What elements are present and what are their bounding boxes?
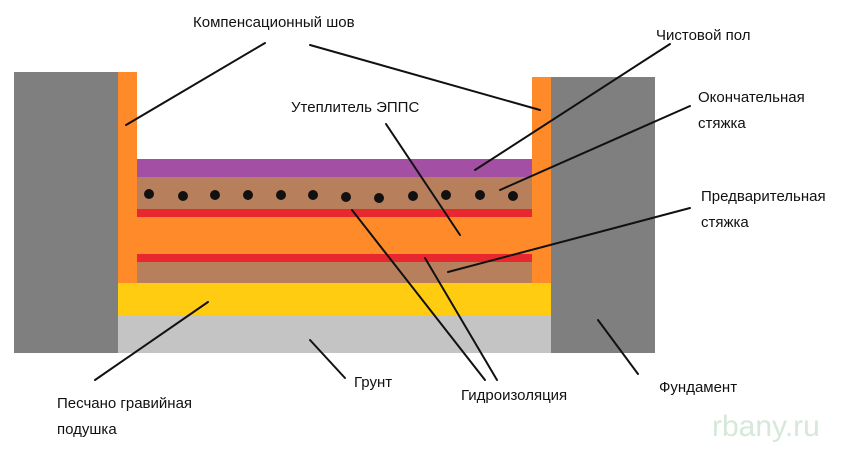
foundation-right: [551, 77, 655, 353]
insulation-layer: [118, 217, 551, 254]
reinforcement-dot: [178, 191, 188, 201]
watermark-text: rbany.ru: [712, 410, 820, 443]
reinforcement-dot: [144, 189, 154, 199]
label-preliminary-screed-line1: Предварительная: [701, 188, 826, 205]
label-foundation: Фундамент: [659, 379, 737, 396]
reinforcement-dots: [144, 189, 518, 203]
label-finish-floor: Чистовой пол: [656, 27, 751, 44]
leader-compensation-left: [125, 42, 266, 126]
leader-foundation: [597, 319, 639, 375]
preliminary-screed-layer: [137, 262, 532, 283]
label-preliminary-screed-line2: стяжка: [701, 214, 749, 231]
reinforcement-dot: [508, 191, 518, 201]
label-soil: Грунт: [354, 374, 392, 391]
reinforcement-dot: [210, 190, 220, 200]
leader-waterproofing-2: [424, 257, 498, 381]
label-insulation: Утеплитель ЭППС: [291, 99, 419, 116]
label-compensation-joint: Компенсационный шов: [193, 14, 355, 31]
leader-soil: [309, 339, 346, 379]
waterproofing-lower: [137, 254, 532, 262]
label-final-screed-line1: Окончательная: [698, 89, 805, 106]
leader-waterproofing-1: [351, 209, 486, 381]
leader-lines: [94, 42, 691, 381]
reinforcement-dot: [341, 192, 351, 202]
label-waterproofing: Гидроизоляция: [461, 387, 567, 404]
leader-sand-gravel: [94, 301, 209, 381]
leader-insulation: [385, 123, 461, 236]
soil-layer: [118, 315, 551, 353]
foundation-left: [14, 72, 118, 353]
waterproofing-upper: [137, 209, 532, 217]
leader-finish-floor: [474, 43, 671, 171]
reinforcement-dot: [276, 190, 286, 200]
sand-gravel-layer: [118, 283, 551, 315]
leader-final-screed: [499, 105, 691, 191]
reinforcement-dot: [475, 190, 485, 200]
label-final-screed-line2: стяжка: [698, 115, 746, 132]
leader-compensation-right: [309, 44, 541, 111]
label-sand-gravel-line1: Песчано гравийная: [57, 395, 192, 412]
reinforcement-dot: [308, 190, 318, 200]
reinforcement-dot: [408, 191, 418, 201]
label-sand-gravel-line2: подушка: [57, 421, 117, 438]
final-screed-layer: [137, 177, 532, 209]
leader-preliminary-screed: [447, 207, 691, 273]
finish-floor-layer: [137, 159, 532, 177]
reinforcement-dot: [374, 193, 384, 203]
reinforcement-dot: [243, 190, 253, 200]
reinforcement-dot: [441, 190, 451, 200]
